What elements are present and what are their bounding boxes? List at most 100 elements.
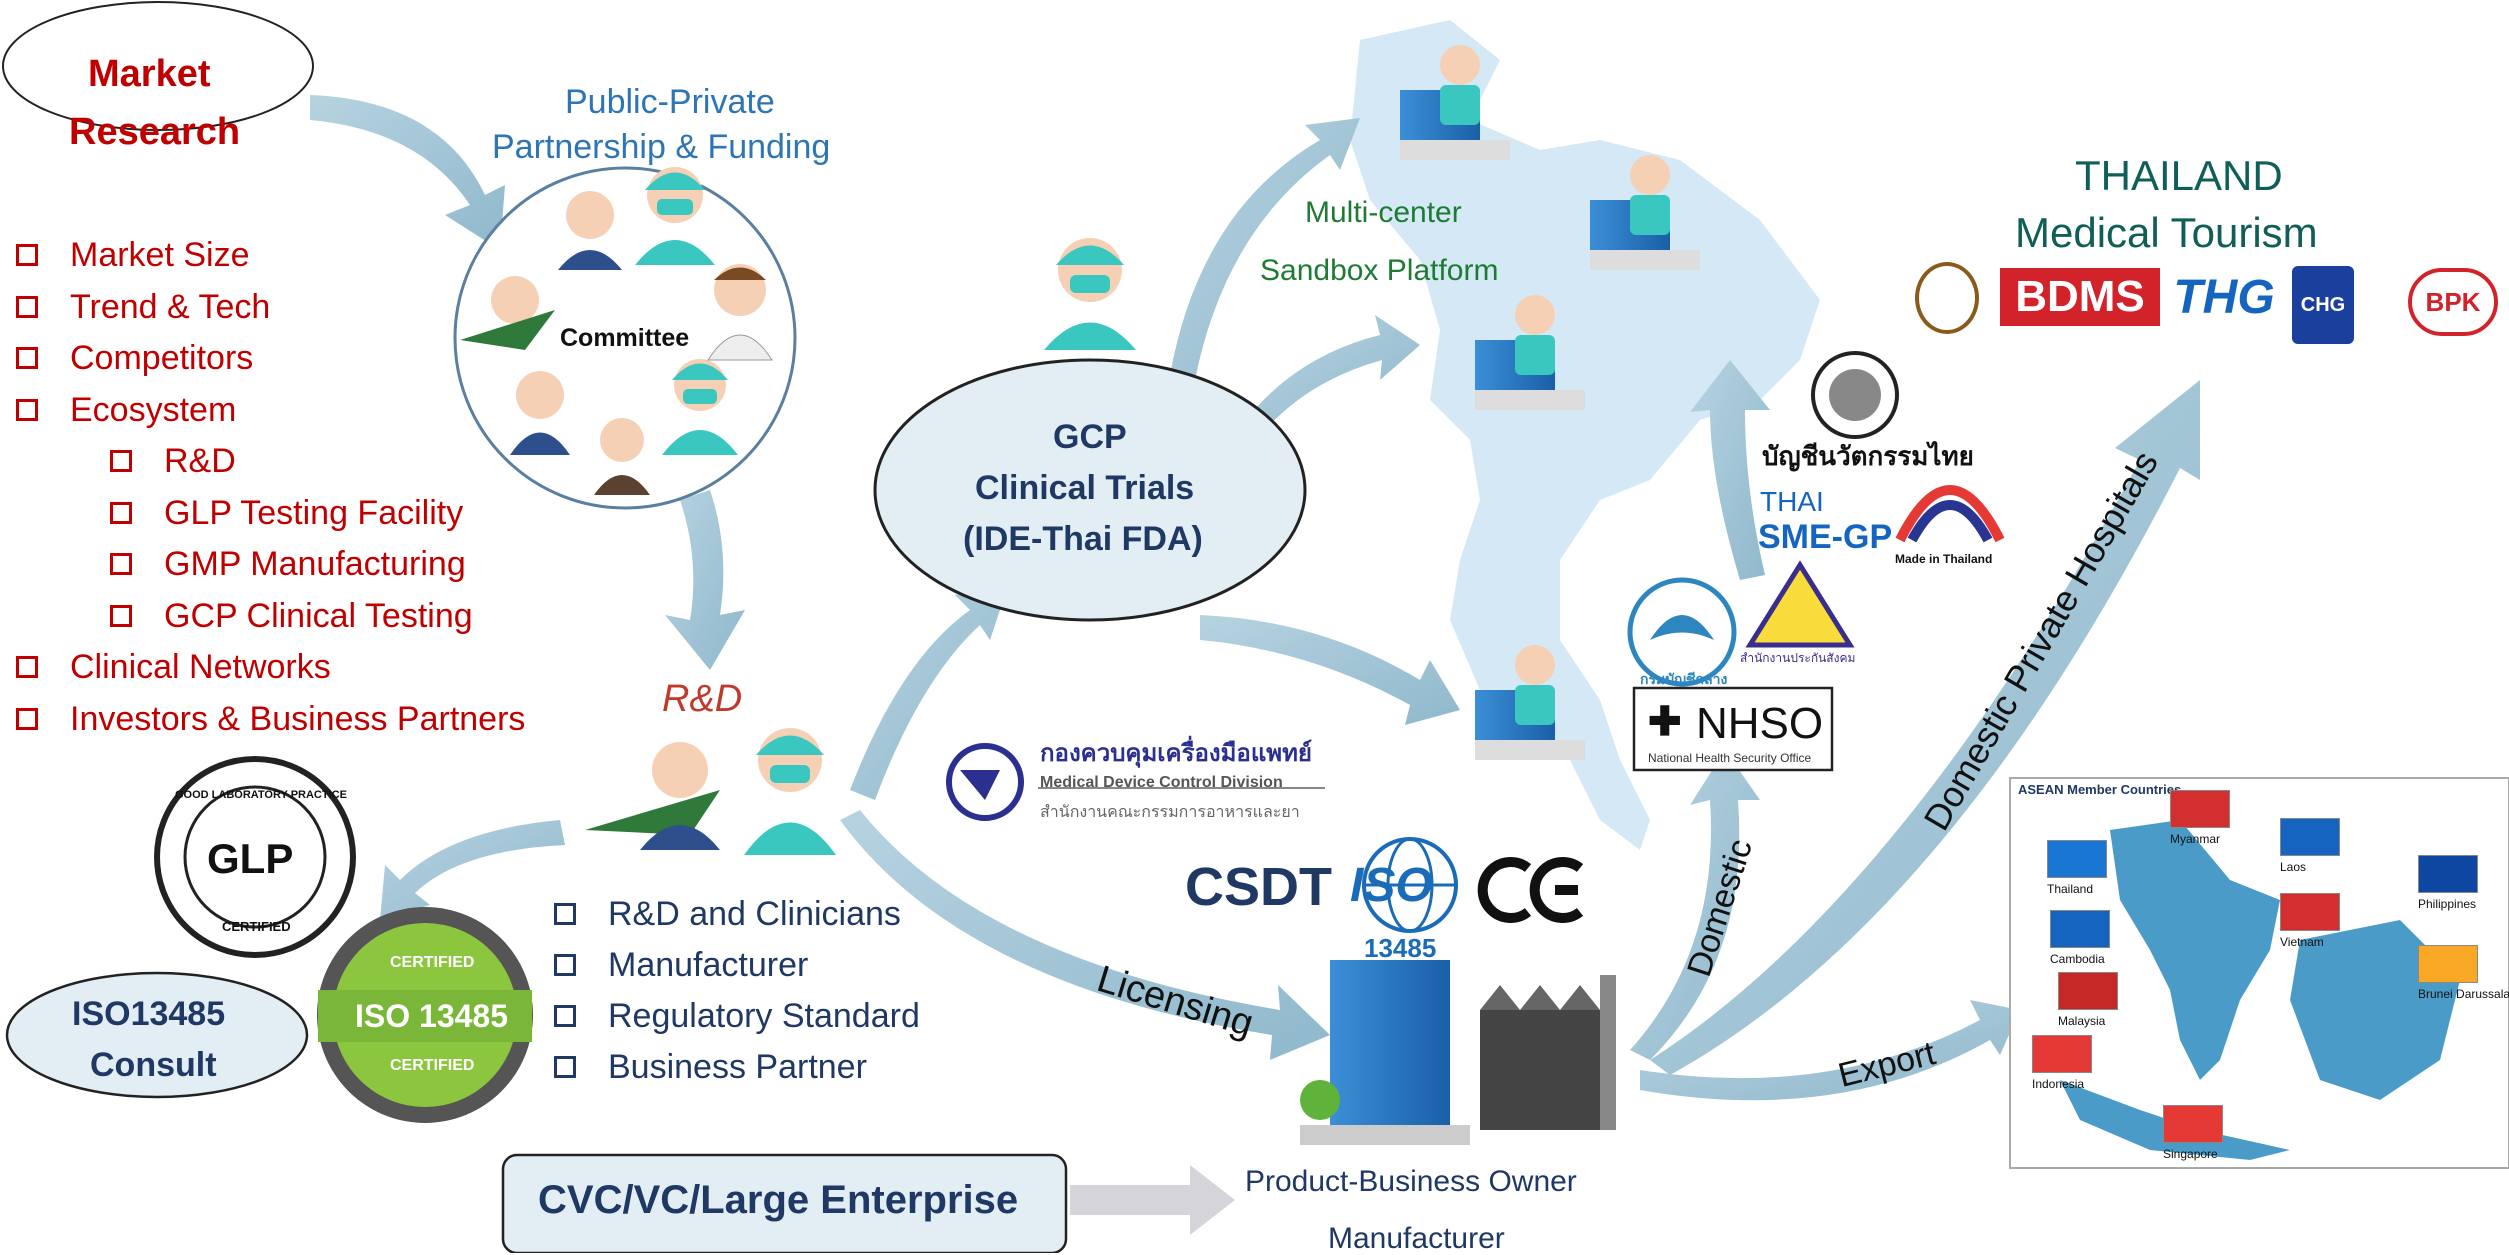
asean-country-label: Brunei Darussalam [2418, 987, 2509, 1001]
sandbox-line1: Multi-center [1305, 196, 1462, 229]
avatar-business-3 [594, 418, 650, 495]
checkbox-icon [110, 604, 132, 627]
nhso-plus-icon: ✚ [1648, 700, 1682, 744]
avatar-business-2 [510, 371, 570, 455]
iso-green-badge-graphic [317, 907, 533, 1123]
asean-country-label: Singapore [2163, 1147, 2218, 1161]
thailand-map [1350, 20, 1820, 850]
market-list-item: R&D [164, 442, 236, 480]
avatar-scientist-1 [460, 276, 555, 350]
arrow-committee-to-rd [665, 490, 745, 670]
market-list-item: GLP Testing Facility [164, 493, 464, 532]
asean-map-shape-2 [2290, 920, 2460, 1100]
factory-icon [1480, 975, 1616, 1130]
asean-title: ASEAN Member Countries [2018, 782, 2182, 797]
arrow-market-to-committee [310, 95, 505, 250]
glp-ring-top: GOOD LABORATORY PRACTICE [175, 789, 347, 801]
sme-gp-line1: THAI [1760, 486, 1824, 517]
checkbox-icon [16, 244, 38, 266]
flag-icon [2032, 1035, 2092, 1073]
iso-badge-text: ISO 13485 [355, 998, 508, 1034]
iso-badge-ring-bottom: CERTIFIED [390, 1057, 475, 1074]
market-list-item: Market Size [70, 236, 250, 274]
moph-logo [1915, 262, 1979, 334]
iso-consult-ellipse [5, 971, 309, 1099]
cgd-emblem-graphic [1627, 577, 1737, 687]
office-building-icon [1300, 960, 1470, 1145]
checkbox-icon [16, 707, 38, 730]
avatar-business-1 [558, 191, 622, 270]
asean-country-label: Laos [2280, 860, 2307, 874]
checkbox-icon [554, 1005, 576, 1027]
market-list-item: GMP Manufacturing [164, 545, 466, 583]
iso-badge-ring-top: CERTIFIED [390, 954, 475, 971]
arrow-gcp-to-map1 [1170, 118, 1360, 380]
iso-logo-num: 13485 [1364, 933, 1437, 963]
checkbox-icon [16, 347, 38, 369]
gcp-ellipse [873, 358, 1307, 622]
iso-consult-line1: ISO13485 [72, 995, 226, 1033]
sso-text: สำนักงานประกันสังคม [1740, 651, 1856, 665]
hospital-icon-4 [1475, 645, 1585, 760]
rd-list-item: Business Partner [608, 1048, 867, 1086]
asean-country-label: Myanmar [2170, 832, 2221, 846]
chg-logo: CHG [2292, 266, 2354, 344]
asean-country-label: Vietnam [2280, 935, 2324, 949]
committee-circle [453, 166, 797, 510]
asean-country-label: Philippines [2418, 897, 2477, 911]
checkbox-icon [554, 954, 576, 976]
ce-mark-graphic [1477, 857, 1584, 923]
ppp-title-2: Partnership & Funding [492, 128, 831, 166]
committee-label: Committee [560, 324, 690, 352]
arrow-gcp-to-map3 [1200, 615, 1460, 725]
flag-icon [2047, 840, 2107, 878]
arrow-domestic [1630, 750, 1760, 1060]
market-list-item: Trend & Tech [70, 287, 271, 326]
sso-emblem-graphic [1745, 560, 1855, 648]
arrow-to-map-from-logos [1690, 360, 1770, 580]
csdt-logo: CSDT [1185, 857, 1332, 917]
checkbox-icon [554, 1056, 576, 1078]
thailand-mt-line1: THAILAND [2075, 152, 2283, 199]
market-list-item: Competitors [70, 339, 254, 377]
asean-map-shape [2110, 820, 2280, 1080]
market-research-title-1: Market [88, 53, 211, 95]
nhso-title: NHSO [1696, 699, 1824, 748]
rd-list-item: Manufacturer [608, 946, 809, 984]
nhso-box [1632, 686, 1834, 772]
nhso-sub: National Health Security Office [1648, 751, 1812, 765]
asean-country-label: Thailand [2047, 882, 2094, 896]
iso-globe-graphic [1362, 837, 1458, 933]
gcp-line3: (IDE-Thai FDA) [963, 520, 1203, 558]
mdcd-thai-title: กองควบคุมเครื่องมือแพทย์ [1040, 740, 1312, 767]
bdms-logo: BDMS [2000, 268, 2160, 326]
arrow-licensing [840, 810, 1330, 1060]
checkbox-icon [110, 501, 132, 524]
checkbox-icon [16, 295, 38, 318]
cvc-label: CVC/VC/Large Enterprise [538, 1178, 1019, 1222]
asean-country-label: Cambodia [2050, 952, 2105, 966]
checkbox-icon [110, 450, 132, 472]
thg-logo: THG [2173, 270, 2275, 324]
avatar-doctor-2 [662, 359, 738, 455]
flag-icon [2418, 855, 2478, 893]
checkbox-icon [16, 398, 38, 421]
market-research-title-2: Research [69, 111, 241, 153]
market-list-item: GCP Clinical Testing [164, 596, 473, 635]
checkbox-icon [16, 656, 38, 678]
avatar-professor [707, 264, 773, 361]
product-owner-line2: Manufacturer [1328, 1222, 1505, 1255]
glp-ring-bottom: CERTIFIED [222, 919, 291, 934]
ppp-title-1: Public-Private [565, 83, 775, 121]
flag-icon [2418, 945, 2478, 983]
arrow-private-hospitals [1650, 380, 2200, 1075]
flag-icon [2170, 790, 2230, 828]
hospital-icon-3 [1475, 295, 1585, 410]
rd-label: R&D [662, 678, 743, 720]
flag-icon [2280, 893, 2340, 931]
market-research-ellipse [2, 1, 314, 131]
market-list-item: Clinical Networks [70, 648, 331, 686]
market-list-item: Ecosystem [70, 390, 237, 429]
avatar-scientist-rd [585, 742, 720, 850]
